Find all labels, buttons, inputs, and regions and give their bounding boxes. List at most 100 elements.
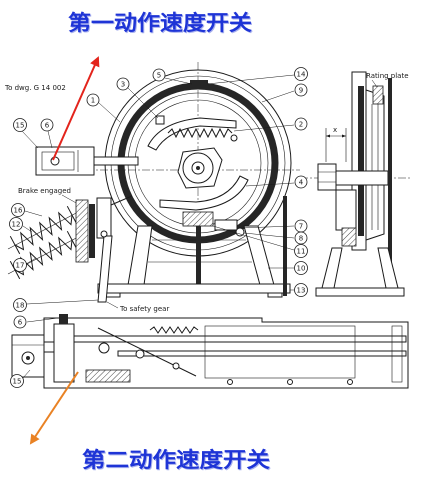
base-foot-left	[105, 292, 121, 298]
hub-flange	[335, 189, 357, 231]
rating-plate-label: Rating plate	[366, 72, 409, 80]
leader-8	[243, 232, 295, 239]
governor-stand	[97, 196, 291, 298]
leader-7	[239, 225, 295, 229]
callout-17: 17	[13, 258, 27, 272]
switch-housing	[35, 146, 95, 176]
switch-mounting-bracket	[53, 323, 75, 383]
callout-18: 18	[13, 298, 27, 312]
lever-stop-block	[85, 369, 131, 383]
trip-block	[190, 80, 208, 88]
brake-label-leader	[61, 194, 79, 205]
frame-end-flange	[391, 325, 403, 383]
callout-5: 5	[152, 68, 166, 82]
callout-ring	[294, 261, 308, 275]
leader-18	[26, 299, 99, 305]
tension-rod	[196, 226, 201, 285]
side-pawl	[341, 227, 357, 247]
callout-ring	[9, 217, 23, 231]
actuator-inner-panel	[204, 325, 356, 379]
callout-6-top: 6	[40, 118, 54, 132]
ratchet-pawl	[182, 211, 214, 227]
leader-11	[212, 225, 295, 251]
switch-slot	[41, 151, 75, 171]
callout-ring	[40, 118, 54, 132]
callout-ring	[152, 68, 166, 82]
callout-2: 2	[294, 117, 308, 131]
callout-number: 5	[157, 72, 161, 80]
callout-number: 14	[297, 71, 306, 79]
callout-15-bottom: 15	[10, 374, 24, 388]
side-rope-groove	[365, 89, 385, 241]
leader-4	[245, 182, 295, 187]
callout-ring	[294, 244, 308, 258]
callout-ring	[116, 77, 130, 91]
actuator-rod-lower	[117, 350, 407, 357]
leader-15-top	[21, 130, 39, 149]
leader-1	[98, 102, 121, 123]
switch-actuator	[43, 341, 55, 353]
callout-9: 9	[294, 83, 308, 97]
brake-shoe	[89, 204, 95, 258]
leader-17	[25, 257, 37, 265]
callout-number: 13	[297, 287, 306, 295]
side-rim-profile	[358, 86, 364, 236]
spring-cap-lower-right	[66, 230, 78, 250]
safety-gear-leader	[106, 301, 119, 309]
brake-spring-lower	[14, 236, 73, 276]
callout-ring	[13, 298, 27, 312]
first-action-speed-switch-title: 第一动作速度开关	[68, 11, 252, 35]
brake-engaged-label: Brake engaged	[18, 187, 71, 195]
brake-plate	[75, 199, 89, 263]
callout-ring	[294, 67, 308, 81]
spring-anchor-pin	[230, 134, 238, 142]
lever-pivot	[100, 230, 108, 238]
governor-shaft	[335, 170, 389, 186]
switch-link-rod	[93, 156, 139, 166]
callout-number: 3	[121, 81, 125, 89]
leader-9	[261, 90, 295, 103]
callout-number: 7	[299, 223, 303, 231]
callout-ring	[10, 374, 24, 388]
callout-7: 7	[294, 219, 308, 233]
to-safety-gear-label: To safety gear	[119, 305, 169, 313]
callout-number: 8	[299, 235, 303, 243]
frame-bolt-2	[287, 379, 293, 385]
callout-ring	[13, 118, 27, 132]
callout-ring	[13, 315, 27, 329]
dimension-arrow-left	[326, 134, 330, 138]
spring-cap-upper-left	[9, 235, 21, 255]
callout-10: 10	[294, 261, 308, 275]
first-switch-pointer-arrow	[52, 56, 100, 161]
flyweight-tension-spring	[167, 127, 233, 139]
flyweight-upper	[147, 117, 237, 151]
dimension-x-label: x	[333, 126, 337, 134]
side-stand-left	[321, 247, 343, 289]
leader-6-bottom	[26, 317, 59, 323]
leader-5	[164, 77, 193, 85]
callout-14: 14	[294, 67, 308, 81]
leader-6-top	[47, 130, 53, 149]
callout-number: 6	[18, 319, 23, 327]
side-base-plate	[315, 287, 405, 297]
callout-8: 8	[294, 231, 308, 245]
leader-16	[24, 210, 43, 217]
second-switch-pointer-arrow	[29, 371, 79, 445]
callout-number: 4	[299, 179, 304, 187]
rating-plate-leader	[371, 79, 378, 88]
callout-number: 17	[16, 262, 25, 270]
frame-bolt-3	[347, 379, 353, 385]
callout-ring	[294, 231, 308, 245]
callout-4: 4	[294, 175, 308, 189]
linkage-pivot-b	[135, 349, 145, 359]
stand-left-leg	[127, 225, 153, 286]
frame-upright	[283, 196, 287, 296]
callout-15-top: 15	[13, 118, 27, 132]
callout-number: 9	[299, 87, 303, 95]
shaft-center	[196, 166, 200, 170]
callout-number: 12	[12, 221, 21, 229]
switch-roller	[50, 156, 60, 166]
second-action-speed-switch-title: 第二动作速度开关	[82, 448, 270, 472]
callout-leaders	[21, 74, 295, 379]
stand-right-leg	[243, 225, 275, 286]
